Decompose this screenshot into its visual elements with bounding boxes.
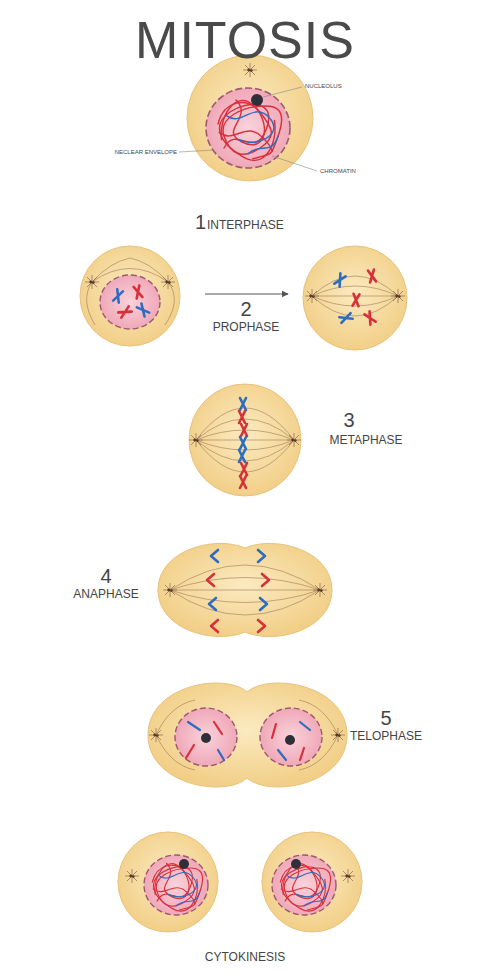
- step-number: 1: [195, 212, 206, 232]
- phase-name: METAPHASE: [329, 434, 402, 446]
- interphase-cell: [179, 55, 317, 181]
- anaphase-cell: [158, 543, 332, 636]
- phase-name: TELOPHASE: [350, 730, 422, 742]
- step-number: 4: [100, 566, 111, 586]
- telophase-cell: [148, 683, 347, 787]
- diagram-title: MITOSIS: [135, 14, 355, 66]
- part-label: NUCLEOLUS: [305, 83, 342, 89]
- metaphase-cell: [189, 384, 301, 496]
- phase-name: INTERPHASE: [207, 219, 284, 231]
- part-label: NECLEAR ENVELOPE: [115, 149, 177, 155]
- phase-name: PROPHASE: [213, 321, 280, 333]
- prophase-cell-late: [303, 246, 407, 350]
- daughter-cells: [118, 832, 362, 932]
- phase-name: CYTOKINESIS: [205, 951, 285, 963]
- phase-name: ANAPHASE: [73, 588, 138, 600]
- prophase-cell-early: [80, 246, 180, 346]
- progress-arrow: [205, 294, 288, 295]
- step-number: 5: [380, 708, 391, 728]
- part-label: CHROMATIN: [320, 168, 356, 174]
- step-number: 2: [240, 299, 251, 319]
- step-number: 3: [343, 410, 354, 430]
